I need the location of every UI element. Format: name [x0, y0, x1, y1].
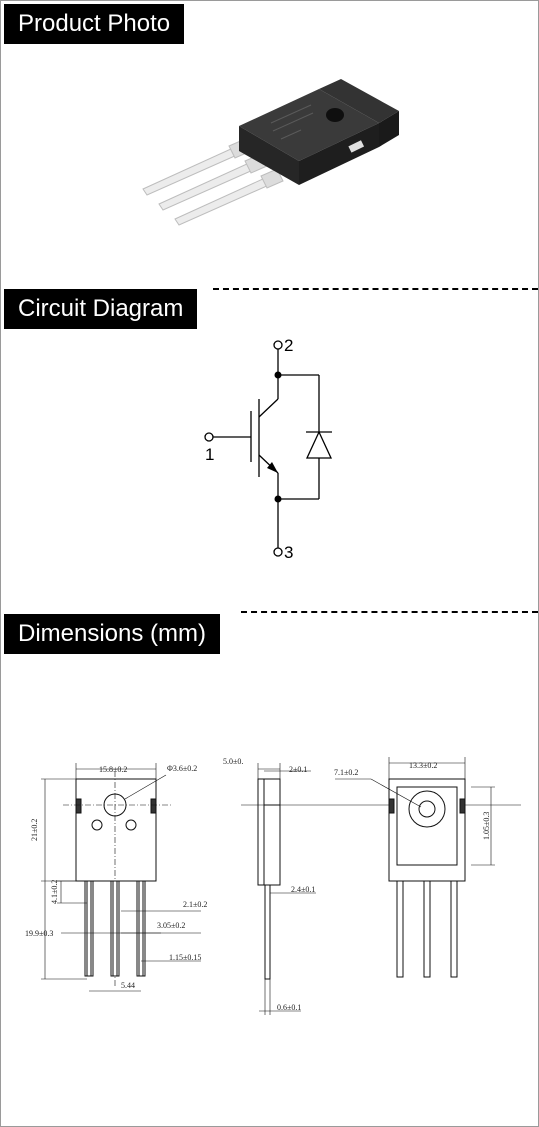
dim-tab-thickness: 2±0.1: [289, 765, 307, 774]
transistor-body: [239, 79, 399, 185]
dim-lead-width-wide: 2.1±0.2: [183, 900, 207, 909]
dim-lead-width-thin: 1.15±0.15: [169, 953, 201, 962]
product-photo: [142, 79, 399, 226]
dimensions-section: Dimensions (mm): [1, 611, 538, 1126]
dim-back-height: 1.05±0.3: [482, 812, 491, 840]
dim-lead-shoulder: 4.1±0.2: [50, 880, 59, 904]
side-view: [241, 763, 521, 1015]
dim-pitch: 5.44: [121, 981, 135, 990]
dim-side-lead-step: 2.4±0.1: [291, 885, 315, 894]
section-divider: [241, 611, 538, 613]
dim-hole-diameter: Φ3.6±0.2: [167, 764, 197, 773]
emitter-arrow: [267, 462, 278, 473]
dim-front-width: 15.8±0.2: [99, 765, 127, 774]
dim-lead-width-mid: 3.05±0.2: [157, 921, 185, 930]
back-view: [335, 757, 495, 978]
pin-label-collector: 2: [284, 336, 293, 355]
junction-dot: [274, 371, 282, 379]
circuit-diagram: 2 1 3: [204, 336, 333, 562]
product-photo-section: Product Photo: [1, 1, 538, 286]
dim-side-thickness: 5.0±0.: [223, 757, 243, 766]
igbt-symbol: [204, 340, 333, 557]
dim-back-hole: 7.1±0.2: [334, 768, 358, 777]
dim-back-width: 13.3±0.2: [409, 761, 437, 770]
junction-dot: [274, 495, 282, 503]
circuit-diagram-section: Circuit Diagram: [1, 286, 538, 611]
pin-label-gate: 1: [205, 445, 214, 464]
section-title-dimensions: Dimensions (mm): [4, 614, 221, 654]
section-title-product-photo: Product Photo: [4, 4, 185, 44]
dim-side-lead-thickness: 0.6±0.1: [277, 1003, 301, 1012]
pin-label-emitter: 3: [284, 543, 293, 562]
section-title-circuit-diagram: Circuit Diagram: [4, 289, 198, 329]
section-divider: [213, 288, 538, 290]
front-view: [41, 763, 201, 992]
dim-body-height: 21±0.2: [30, 819, 39, 841]
dim-total-lead: 19.9±0.3: [25, 929, 53, 938]
dimension-drawing: 15.8±0.2 Φ3.6±0.2 21±0.2 4.1±0.2 19.9±0.…: [25, 757, 521, 1015]
